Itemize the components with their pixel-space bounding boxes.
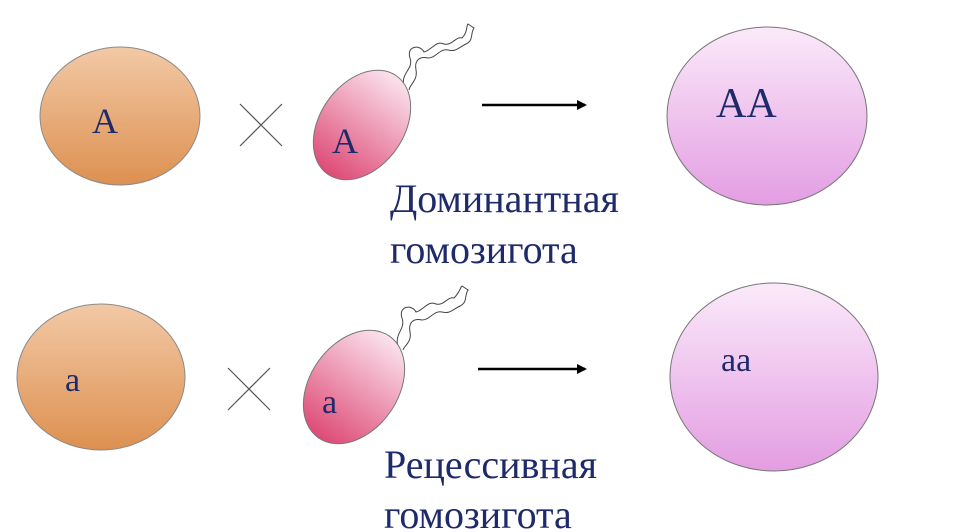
egg-cell-recessive xyxy=(16,303,186,451)
row-recessive: a a aa Рецессивная гомозигота xyxy=(16,282,879,532)
egg-label-dominant: A xyxy=(92,101,118,141)
caption-dominant-line2: гомозигота xyxy=(390,227,578,272)
cross-symbol xyxy=(227,367,271,411)
sperm-tail xyxy=(402,23,475,91)
row-dominant: A A AA Доминантная гомозигота xyxy=(39,23,868,272)
sperm-cell-dominant xyxy=(312,23,475,181)
sperm-cell-recessive xyxy=(302,285,469,445)
egg-label-recessive: a xyxy=(65,362,80,399)
zygote-label-dominant: AA xyxy=(716,81,777,127)
cross-symbol xyxy=(239,103,283,147)
sperm-tail xyxy=(396,285,469,351)
sperm-label-recessive: a xyxy=(322,384,337,421)
caption-dominant-line1: Доминантная xyxy=(390,176,619,221)
zygote-recessive xyxy=(669,282,879,472)
zygote-label-recessive: aa xyxy=(721,342,751,379)
caption-recessive-line2: гомозигота xyxy=(384,492,572,532)
sperm-label-dominant: A xyxy=(332,121,358,161)
caption-recessive-line1: Рецессивная xyxy=(384,442,597,487)
zygote-dominant xyxy=(666,26,868,206)
egg-cell-dominant xyxy=(39,46,201,186)
